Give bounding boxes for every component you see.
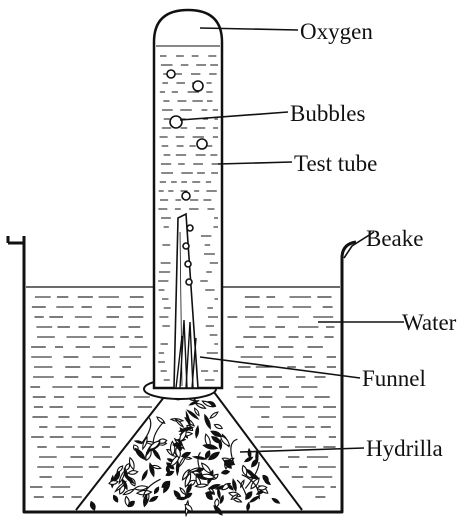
label-oxygen: Oxygen (300, 19, 373, 44)
bubble (170, 116, 182, 128)
bubble (186, 279, 192, 285)
bubble (183, 243, 189, 249)
label-water: Water (402, 310, 457, 335)
bubble (182, 192, 190, 200)
label-bubbles: Bubbles (290, 101, 365, 126)
label-hydrilla: Hydrilla (366, 436, 443, 461)
label-beaker: Beake (366, 226, 423, 251)
bubble (193, 81, 203, 91)
bubble (167, 70, 175, 78)
bubble (197, 139, 207, 149)
hydrilla-leaf (206, 492, 215, 495)
label-test-tube: Test tube (294, 151, 377, 176)
label-funnel: Funnel (362, 366, 426, 391)
bubble (185, 261, 191, 267)
hydrilla-leaf (177, 497, 186, 500)
bubble (187, 225, 193, 231)
